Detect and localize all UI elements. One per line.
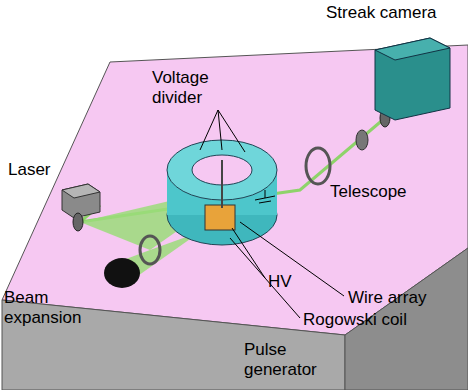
part-label: Voltage divider xyxy=(152,68,222,108)
part-label: Streak camera xyxy=(326,3,466,23)
part-label: Rogowski coil xyxy=(303,310,423,330)
part-label: HV xyxy=(268,272,308,292)
part-label: Beam expansion xyxy=(4,288,86,328)
part-label: Pulse generator xyxy=(244,340,334,380)
part-label: Laser xyxy=(8,160,68,180)
part-label: Telescope xyxy=(330,182,430,202)
part-label: Wire array xyxy=(348,288,458,308)
